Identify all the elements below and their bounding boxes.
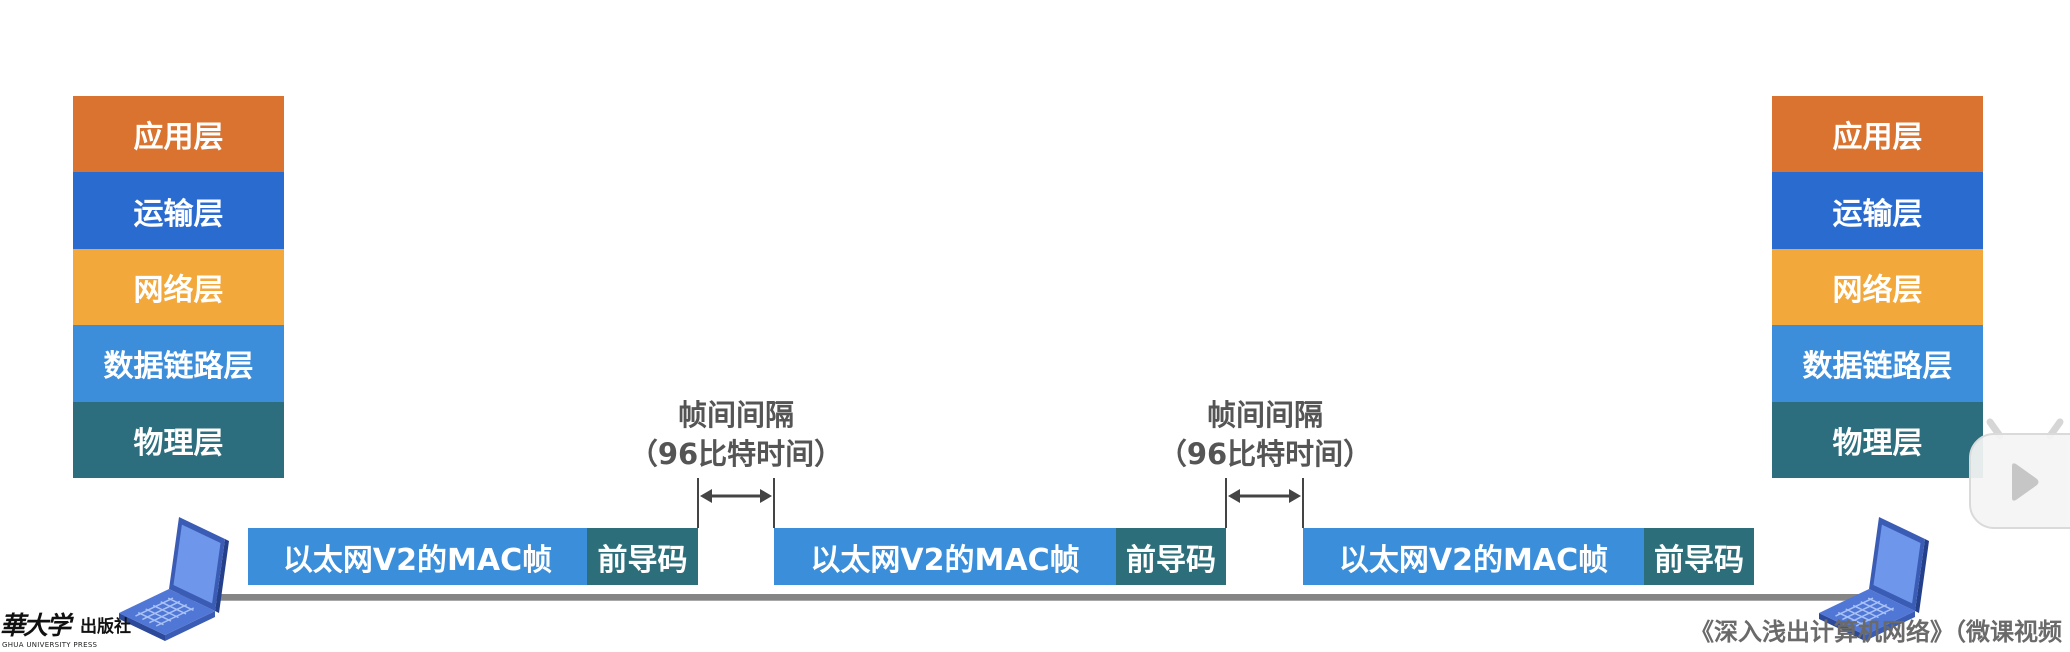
- layer-data-link: 数据链路层: [1772, 325, 1983, 402]
- laptop-keys: [1835, 597, 1895, 627]
- layer-network: 网络层: [1772, 248, 1983, 326]
- mac-frame-body: 以太网V2的MAC帧: [248, 528, 587, 585]
- interframe-gap-label-2: 帧间间隔 （96比特时间）: [1145, 396, 1385, 474]
- laptop-display: [173, 524, 221, 604]
- preamble: 前导码: [1644, 528, 1754, 585]
- laptop-icon: [1819, 517, 1929, 641]
- ethernet-frame-3: 以太网V2的MAC帧 前导码: [1303, 528, 1754, 585]
- laptop-screen-edge: [1915, 539, 1929, 613]
- layer-physical: 物理层: [73, 401, 284, 478]
- layer-application: 应用层: [73, 96, 284, 173]
- arrowhead-right: [760, 489, 772, 503]
- interframe-gap-label-1: 帧间间隔 （96比特时间）: [616, 396, 856, 474]
- arrowhead-left: [700, 489, 712, 503]
- arrowhead-right: [1289, 489, 1301, 503]
- mac-frame-body: 以太网V2的MAC帧: [1303, 528, 1644, 585]
- laptop-base-left-side: [1819, 613, 1865, 641]
- preamble: 前导码: [587, 528, 698, 585]
- interframe-gap-marker-2: [1225, 478, 1304, 528]
- laptop-icon: [119, 517, 229, 641]
- book-title-footer: 《深入浅出计算机网络》（微课视频: [1690, 618, 2062, 646]
- laptop-keys: [135, 597, 195, 627]
- laptop-display: [1873, 524, 1921, 604]
- ethernet-frame-1: 以太网V2的MAC帧 前导码: [248, 528, 698, 585]
- arrowhead-left: [1228, 489, 1240, 503]
- interframe-gap-marker-1: [697, 478, 775, 528]
- publisher-logo-script: 華大学: [0, 611, 71, 640]
- right-protocol-stack: 应用层 运输层 网络层 数据链路层 物理层: [1772, 96, 1983, 478]
- gap-duration: （96比特时间）: [1157, 437, 1373, 471]
- gap-title: 帧间间隔: [677, 398, 794, 432]
- play-icon: [2012, 463, 2039, 501]
- layer-data-link: 数据链路层: [73, 325, 284, 402]
- laptop-screen-edge: [215, 539, 229, 613]
- layer-application: 应用层: [1772, 96, 1983, 173]
- gap-title: 帧间间隔: [1206, 398, 1323, 432]
- left-protocol-stack: 应用层 运输层 网络层 数据链路层 物理层: [73, 96, 284, 478]
- laptop-base-left-side: [119, 613, 165, 641]
- layer-physical: 物理层: [1772, 401, 1983, 478]
- preamble: 前导码: [1116, 528, 1226, 585]
- ethernet-frame-2: 以太网V2的MAC帧 前导码: [774, 528, 1226, 585]
- mac-frame-body: 以太网V2的MAC帧: [774, 528, 1116, 585]
- layer-network: 网络层: [73, 248, 284, 326]
- publisher-logo-print: 出版社: [80, 617, 131, 637]
- video-play-button[interactable]: [1966, 416, 2070, 532]
- publisher-logo: 華大学 出版社 GHUA UNIVERSITY PRESS: [0, 604, 134, 651]
- laptop-base-right-side: [165, 611, 215, 641]
- laptop-base-right-side: [1865, 611, 1915, 641]
- layer-transport: 运输层: [73, 172, 284, 249]
- publisher-logo-english: GHUA UNIVERSITY PRESS: [2, 641, 98, 649]
- ethernet-link-line: [170, 594, 1870, 600]
- gap-duration: （96比特时间）: [628, 437, 844, 471]
- layer-transport: 运输层: [1772, 172, 1983, 249]
